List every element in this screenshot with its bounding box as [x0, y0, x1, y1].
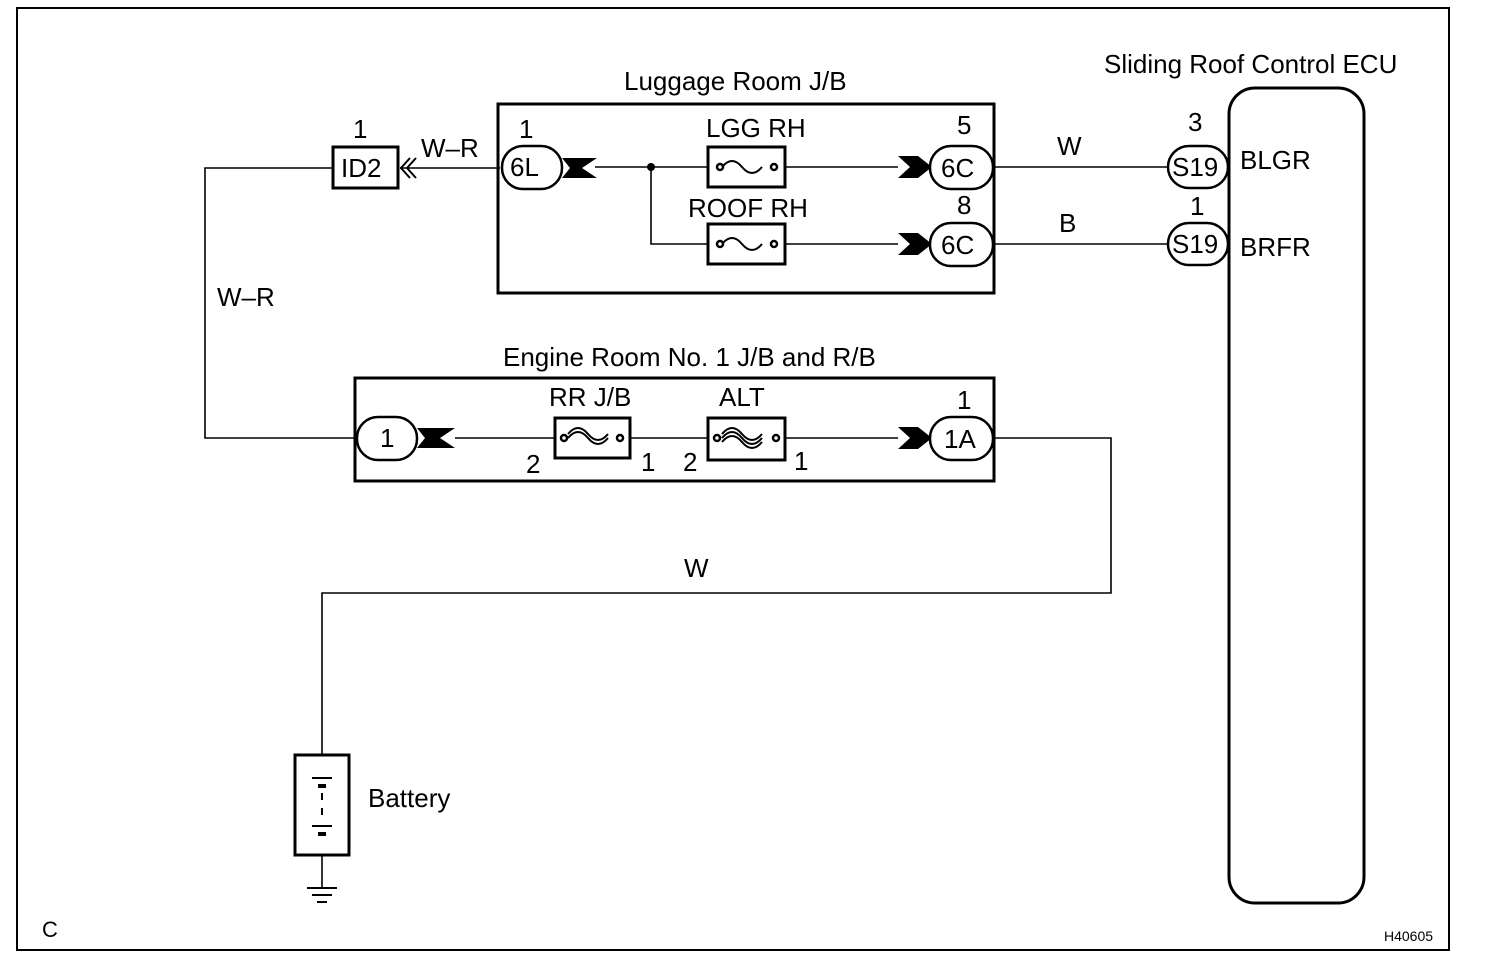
6c-top-pin: 5: [957, 110, 971, 140]
6c-top-label: 6C: [941, 153, 974, 183]
luggage-jb-box: [496, 102, 996, 295]
engine-jb-box: [353, 376, 996, 483]
fuse-roof-label: ROOF RH: [688, 193, 808, 223]
fuse-alt: [706, 416, 787, 462]
ecu-pin-brfr: BRFR: [1240, 232, 1311, 262]
1a-pin: 1: [957, 385, 971, 415]
wire-label-left-vertical: W–R: [217, 282, 275, 312]
ecu-pin-blgr: BLGR: [1240, 145, 1311, 175]
battery-symbol: [293, 753, 351, 857]
connector-6l: [500, 144, 597, 191]
connector-1a: [898, 415, 995, 462]
wire-w-r-left: [204, 167, 357, 439]
wire-branch-roof: [650, 167, 708, 245]
connector-id2: [331, 145, 417, 190]
s19-bottom-label: S19: [1172, 229, 1218, 259]
s19-top-pin: 3: [1188, 107, 1202, 137]
6l-label: 6L: [510, 152, 539, 182]
fuse-roof-rh: [706, 222, 787, 266]
diagram-frame: [16, 7, 1450, 951]
luggage-jb-title: Luggage Room J/B: [624, 66, 847, 96]
male-terminal-icon: [898, 156, 932, 178]
s19-top-label: S19: [1172, 152, 1218, 182]
1a-label: 1A: [944, 424, 976, 454]
rr-pin-right: 1: [641, 447, 655, 477]
female-terminal-icon: [562, 158, 597, 178]
wire-label-w-top: W: [1057, 131, 1082, 161]
figure-code: H40605: [1384, 928, 1433, 944]
ecu-title: Sliding Roof Control ECU: [1104, 49, 1397, 79]
id2-pin: 1: [353, 114, 367, 144]
female-terminal-icon: [399, 157, 417, 179]
ecu-box: [1227, 86, 1366, 905]
s19-bottom-pin: 1: [1190, 191, 1204, 221]
6c-bottom-pin: 8: [957, 190, 971, 220]
6l-pin: 1: [519, 114, 533, 144]
corner-letter: C: [42, 917, 58, 942]
connector-1: [355, 415, 455, 462]
wire-label-id2-6l: W–R: [421, 133, 479, 163]
alt-pin-left: 2: [683, 447, 697, 477]
male-terminal-icon: [898, 233, 932, 255]
alt-pin-right: 1: [794, 446, 808, 476]
ground-icon: [307, 887, 337, 903]
wire-label-b: B: [1059, 208, 1076, 238]
connector-6c-pin5: [898, 144, 995, 191]
connector-6c-pin8: [898, 221, 995, 268]
6c-bottom-label: 6C: [941, 230, 974, 260]
rr-pin-left: 2: [526, 449, 540, 479]
wires: [204, 166, 1168, 888]
connector-s19-pin3: [1166, 144, 1230, 190]
fuse-rr-jb: [553, 416, 632, 460]
male-terminal-icon: [898, 427, 932, 449]
fuse-rr-label: RR J/B: [549, 382, 631, 412]
female-terminal-icon: [417, 428, 455, 448]
engine-jb-title: Engine Room No. 1 J/B and R/B: [503, 342, 876, 372]
wire-battery-feed: [321, 437, 1112, 755]
fuse-lgg-label: LGG RH: [706, 113, 806, 143]
splice-point: [647, 163, 655, 171]
wire-label-battery-feed: W: [684, 553, 709, 583]
id2-label: ID2: [341, 153, 381, 183]
fuse-alt-label: ALT: [719, 382, 765, 412]
connector-1-label: 1: [380, 423, 394, 453]
battery-label: Battery: [368, 783, 450, 813]
connector-s19-pin1: [1166, 221, 1230, 267]
fuse-lgg-rh: [706, 145, 787, 189]
